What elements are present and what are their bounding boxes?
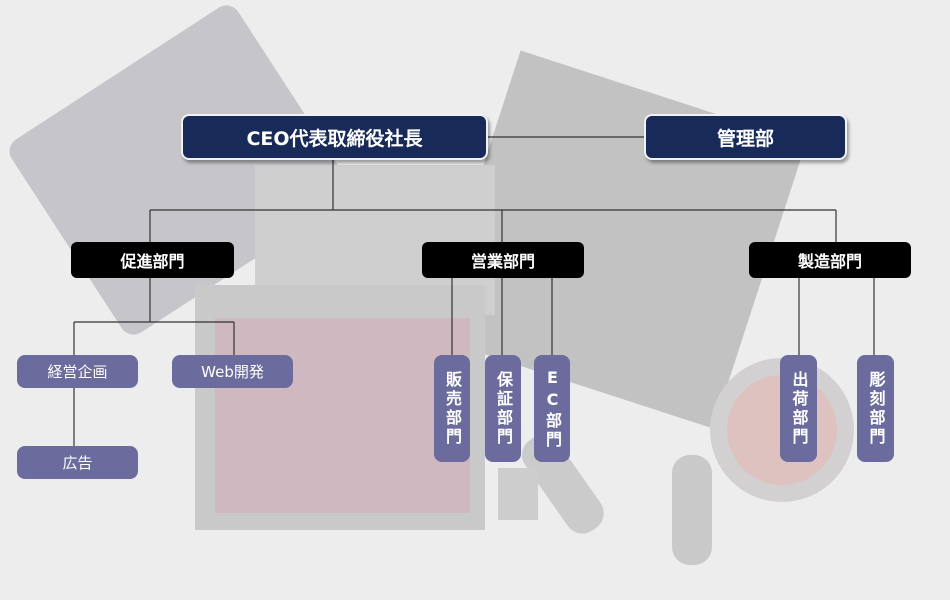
ceo-box: CEO代表取締役社長 [181, 114, 488, 160]
sokushin-label: 促進部門 [120, 252, 185, 271]
ceo-label: CEO代表取締役社長 [246, 127, 423, 150]
kanri-label: 管理部 [716, 127, 774, 150]
kanri-box: 管理部 [644, 114, 847, 160]
kokoku-box: 広告 [17, 446, 138, 479]
kokoku-label: 広告 [62, 454, 93, 472]
hanbai-box: 販売部門 [434, 355, 470, 462]
chokoku-box: 彫刻部門 [857, 355, 894, 462]
web-label: Web開発 [201, 363, 264, 381]
ec-box: EC部門 [534, 355, 570, 462]
keiei-box: 経営企画 [17, 355, 138, 388]
shukka-box: 出荷部門 [780, 355, 817, 462]
hosho-label: 保証部門 [494, 370, 513, 447]
hosho-box: 保証部門 [485, 355, 521, 462]
seizo-box: 製造部門 [749, 242, 911, 278]
chokoku-label: 彫刻部門 [866, 370, 886, 447]
ec-label: EC部門 [543, 367, 562, 450]
eigyo-label: 営業部門 [470, 252, 535, 271]
shukka-label: 出荷部門 [789, 370, 809, 447]
seizo-label: 製造部門 [797, 252, 862, 271]
eigyo-box: 営業部門 [422, 242, 584, 278]
web-box: Web開発 [172, 355, 293, 388]
sokushin-box: 促進部門 [71, 242, 234, 278]
hanbai-label: 販売部門 [443, 370, 462, 447]
keiei-label: 経営企画 [47, 363, 108, 381]
